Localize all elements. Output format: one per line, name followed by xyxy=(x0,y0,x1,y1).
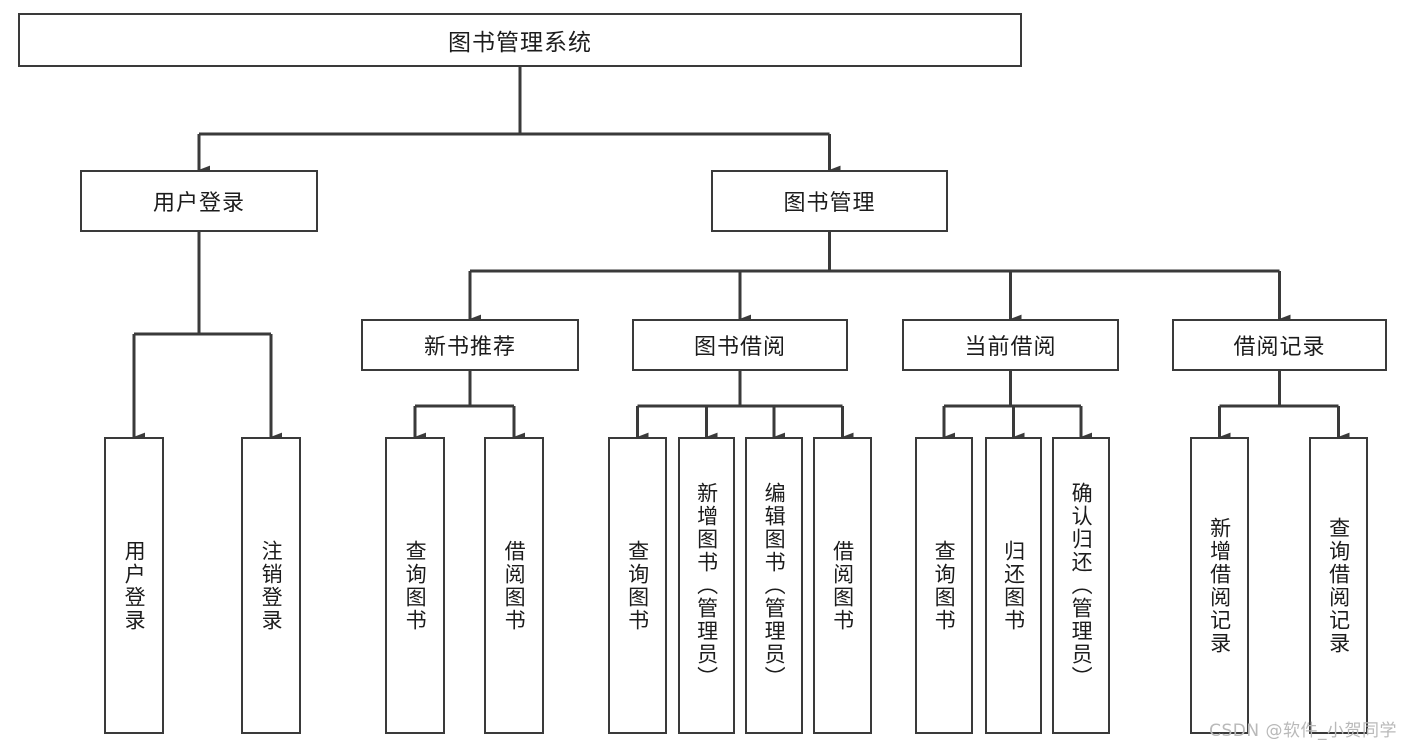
node-book-manage[interactable]: 图书管理 xyxy=(711,170,948,232)
node-leaf-2[interactable]: 注销登录 xyxy=(241,437,301,734)
node-leaf-4[interactable]: 借阅图书 xyxy=(484,437,544,734)
node-leaf-11[interactable]: 确认归还（管理员） xyxy=(1052,437,1110,734)
node-current-borrow[interactable]: 当前借阅 xyxy=(902,319,1119,371)
node-label: 查询图书 xyxy=(625,539,650,632)
node-label: 归还图书 xyxy=(1001,539,1026,632)
node-leaf-6[interactable]: 新增图书（管理员） xyxy=(678,437,735,734)
node-borrow-record[interactable]: 借阅记录 xyxy=(1172,319,1387,371)
node-label: 新书推荐 xyxy=(423,335,516,360)
node-leaf-12[interactable]: 新增借阅记录 xyxy=(1190,437,1249,734)
node-label: 注销登录 xyxy=(259,539,284,632)
watermark: CSDN @软件_小贺同学 xyxy=(1209,721,1397,741)
node-label: 新增图书（管理员） xyxy=(694,482,719,689)
node-root[interactable]: 图书管理系统 xyxy=(18,13,1022,67)
node-leaf-1[interactable]: 用户登录 xyxy=(104,437,164,734)
node-label: 查询借阅记录 xyxy=(1326,516,1351,655)
node-label: 用户登录 xyxy=(152,191,245,216)
node-leaf-3[interactable]: 查询图书 xyxy=(385,437,445,734)
node-label: 用户登录 xyxy=(122,539,147,632)
node-label: 查询图书 xyxy=(403,539,428,632)
node-user-login[interactable]: 用户登录 xyxy=(80,170,318,232)
node-leaf-9[interactable]: 查询图书 xyxy=(915,437,973,734)
node-label: 新增借阅记录 xyxy=(1207,516,1232,655)
node-label: 编辑图书（管理员） xyxy=(762,482,787,689)
node-leaf-7[interactable]: 编辑图书（管理员） xyxy=(745,437,803,734)
node-leaf-10[interactable]: 归还图书 xyxy=(985,437,1042,734)
node-book-borrow[interactable]: 图书借阅 xyxy=(632,319,848,371)
node-leaf-8[interactable]: 借阅图书 xyxy=(813,437,872,734)
node-label: 确认归还（管理员） xyxy=(1069,482,1094,689)
node-leaf-5[interactable]: 查询图书 xyxy=(608,437,667,734)
node-new-book-rec[interactable]: 新书推荐 xyxy=(361,319,579,371)
node-label: 图书管理 xyxy=(783,191,876,216)
node-label: 借阅图书 xyxy=(502,539,527,632)
node-label: 图书管理系统 xyxy=(448,30,592,56)
node-leaf-13[interactable]: 查询借阅记录 xyxy=(1309,437,1368,734)
node-label: 借阅图书 xyxy=(830,539,855,632)
node-label: 查询图书 xyxy=(932,539,957,632)
node-label: 图书借阅 xyxy=(693,335,786,360)
node-label: 当前借阅 xyxy=(964,335,1057,360)
node-label: 借阅记录 xyxy=(1233,335,1326,360)
